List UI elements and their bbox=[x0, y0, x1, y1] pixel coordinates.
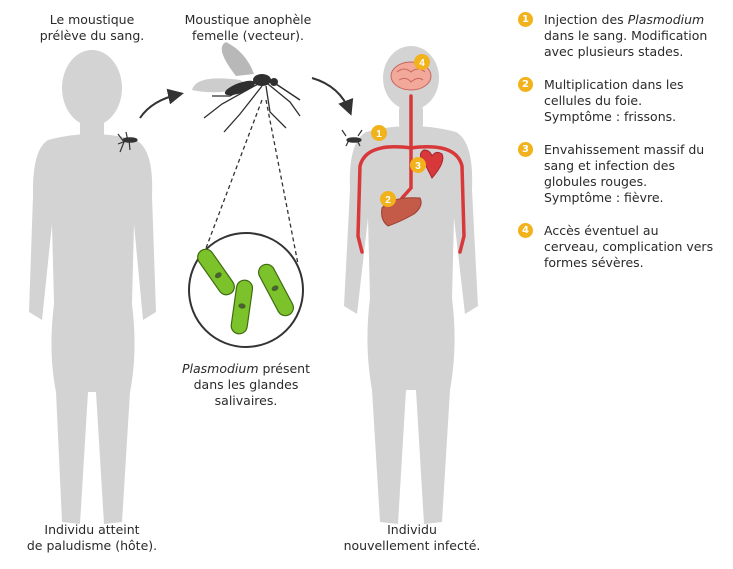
svg-text:1: 1 bbox=[376, 129, 382, 140]
step-badge: 1 bbox=[518, 12, 533, 27]
step-1: 1 Injection des Plasmodium dans le sang.… bbox=[518, 12, 730, 60]
step-3: 3 Envahissement massif du sang et infect… bbox=[518, 142, 730, 206]
step-badge: 3 bbox=[518, 142, 533, 157]
label-vector: Moustique anophèle femelle (vecteur). bbox=[184, 12, 312, 43]
label-host: Individu atteint de paludisme (hôte). bbox=[26, 522, 158, 553]
arrow-mosquito-to-infected bbox=[311, 77, 354, 116]
marker-3: 3 bbox=[410, 157, 426, 173]
step-badge: 2 bbox=[518, 77, 533, 92]
plasmodium-cell bbox=[197, 248, 235, 296]
arrow-host-to-mosquito bbox=[139, 88, 184, 119]
steps-legend: 1 Injection des Plasmodium dans le sang.… bbox=[518, 12, 730, 288]
step-2: 2 Multiplication dans les cellules du fo… bbox=[518, 77, 730, 125]
zoom-line-left bbox=[199, 99, 263, 265]
step-4: 4 Accès éventuel au cerveau, complicatio… bbox=[518, 223, 730, 271]
marker-1: 1 bbox=[371, 125, 387, 141]
marker-2: 2 bbox=[380, 191, 396, 207]
svg-text:2: 2 bbox=[385, 195, 391, 206]
small-mosquito-host bbox=[117, 131, 138, 153]
label-plasmodium: Plasmodium présent dans les glandes sali… bbox=[181, 361, 310, 408]
host-silhouette bbox=[29, 50, 156, 524]
step-badge: 4 bbox=[518, 223, 533, 238]
anopheles-mosquito bbox=[192, 42, 301, 133]
svg-text:3: 3 bbox=[415, 161, 421, 172]
label-infected: Individu nouvellement infecté. bbox=[343, 522, 481, 553]
label-mosquito-bites: Le moustique prélève du sang. bbox=[39, 12, 145, 43]
small-mosquito-infected bbox=[341, 129, 363, 147]
blood-vessels bbox=[356, 94, 466, 254]
heart-organ bbox=[420, 149, 444, 179]
plasmodium-cells bbox=[197, 248, 294, 335]
marker-4: 4 bbox=[414, 54, 430, 70]
svg-text:4: 4 bbox=[419, 58, 425, 69]
